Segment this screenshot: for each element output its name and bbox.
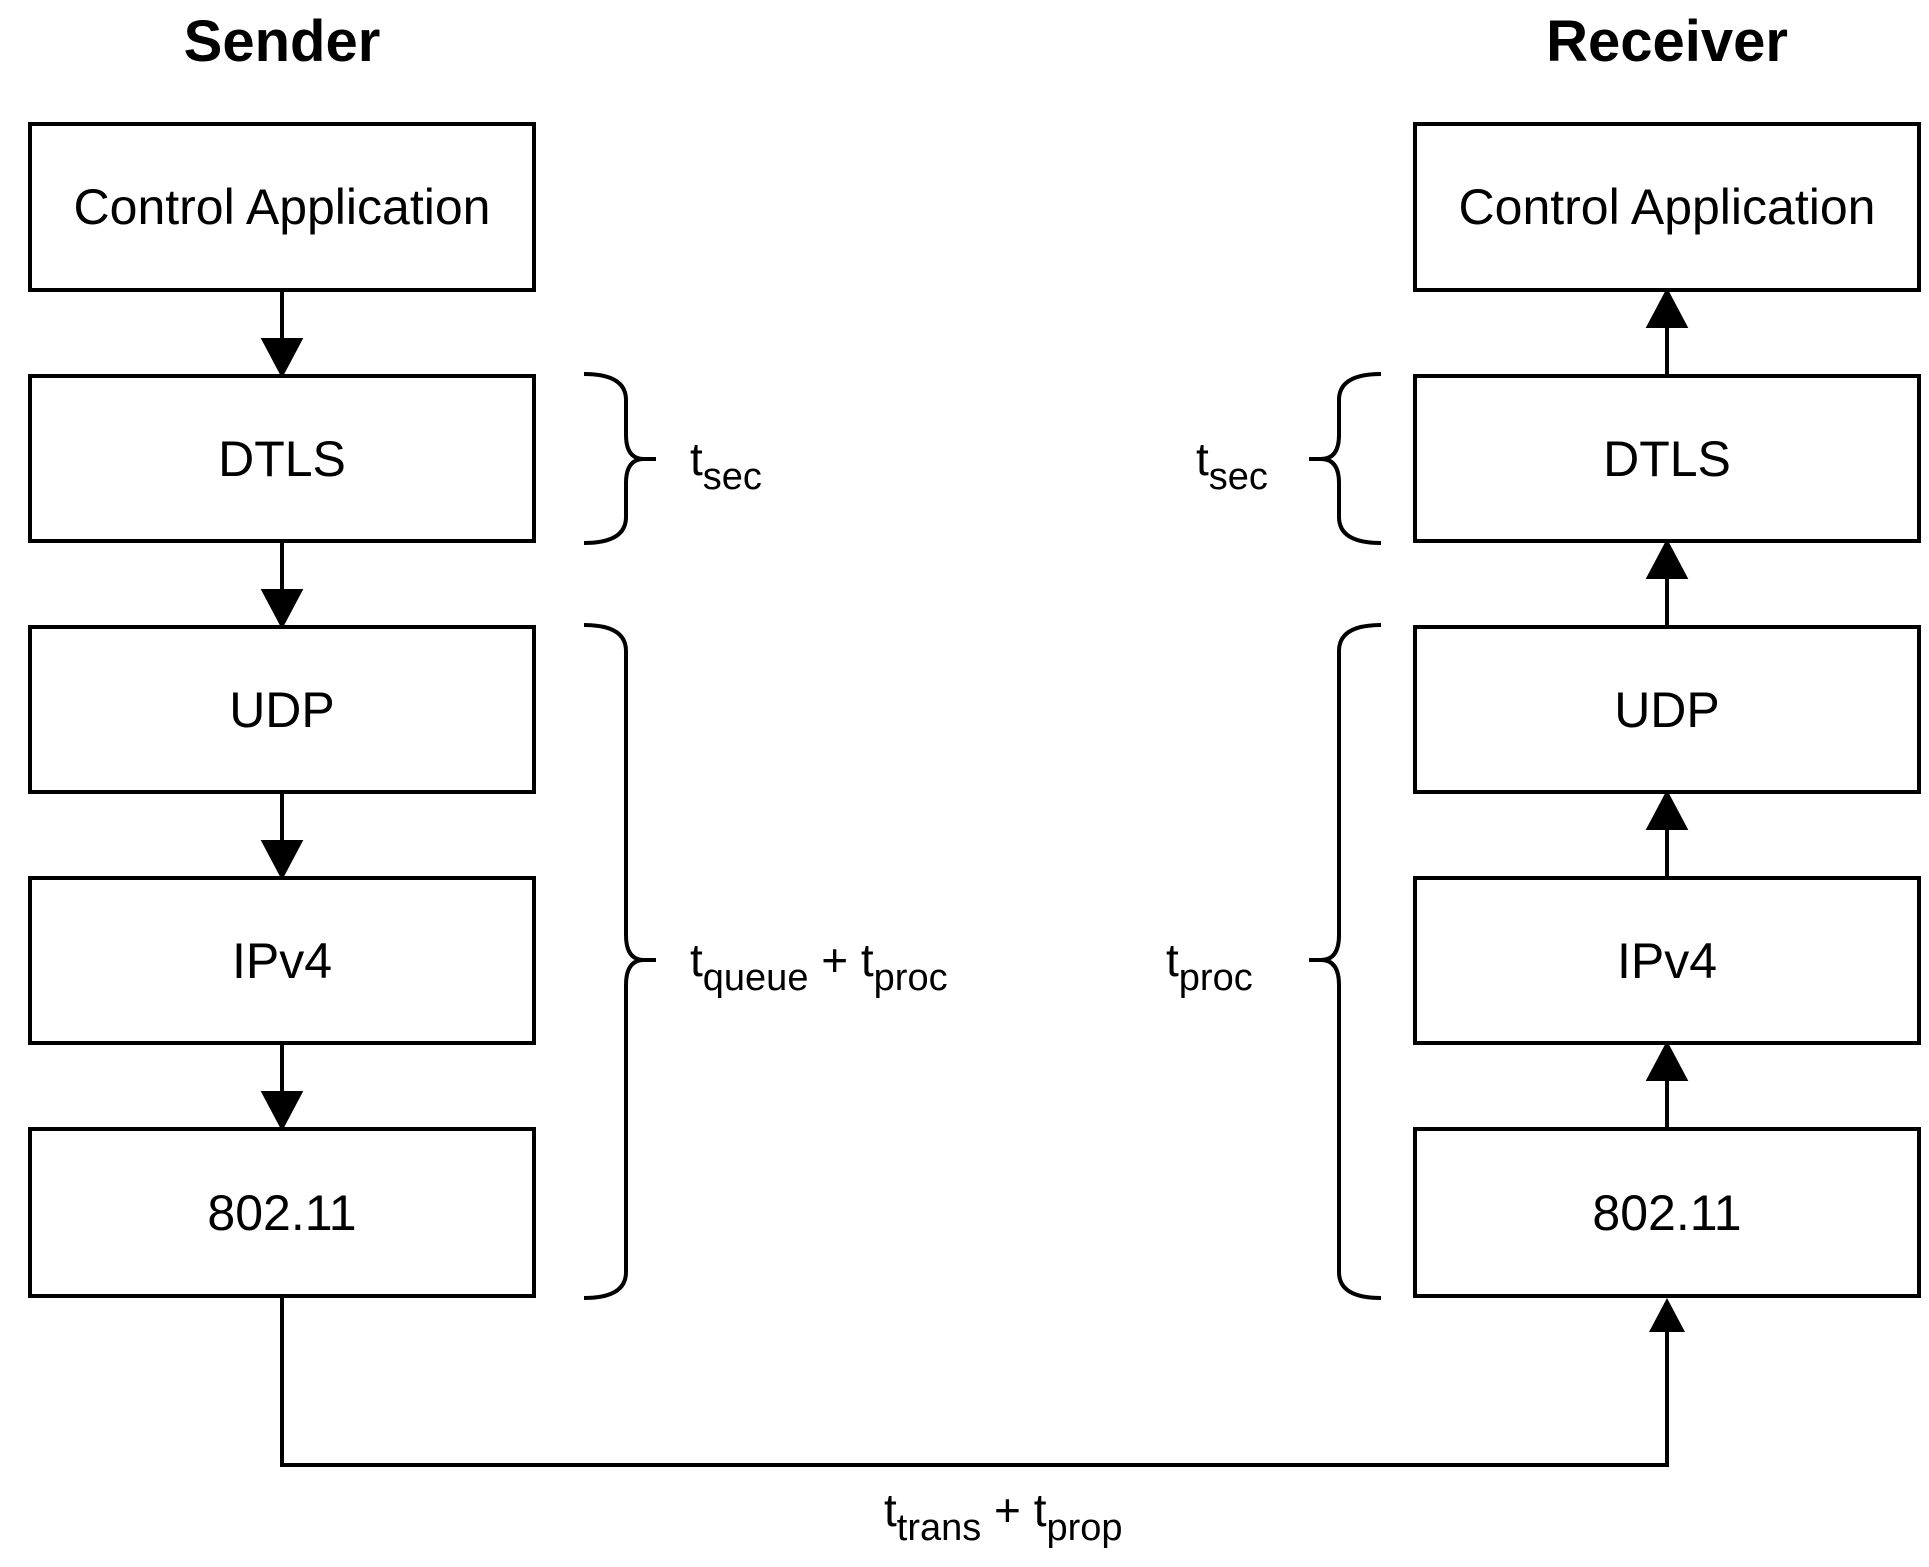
receiver-layer-control-application: Control Application: [1413, 122, 1921, 292]
receiver-sec-label-sub: sec: [1208, 456, 1268, 498]
receiver-arrows: [1645, 287, 1689, 1127]
receiver-layer-dtls: DTLS: [1413, 374, 1921, 543]
link-trans-label-base: t: [884, 1484, 897, 1536]
link-trans-prop-label: ttrans + tprop: [884, 1487, 1123, 1547]
sender-arrows: [260, 292, 304, 1132]
sender-layer-control-application: Control Application: [28, 122, 536, 292]
link-prop-label-base: t: [1033, 1484, 1047, 1536]
receiver-proc-label-base: t: [1166, 934, 1179, 986]
receiver-layer-ipv4: IPv4: [1413, 876, 1921, 1045]
sender-brace-queue-proc: [583, 623, 656, 1300]
sender-queue-label-base: t: [690, 934, 703, 986]
sender-layer-ipv4: IPv4: [28, 876, 536, 1045]
receiver-braces: [1309, 372, 1382, 1300]
receiver-brace-proc: [1309, 623, 1382, 1300]
sender-heading: Sender: [183, 9, 381, 74]
receiver-sec-label: tsec: [1196, 436, 1268, 496]
link-prop-label-sub: prop: [1046, 1507, 1123, 1549]
receiver-layer-udp: UDP: [1413, 625, 1921, 794]
receiver-proc-label-sub: proc: [1178, 957, 1253, 999]
link-plus: +: [981, 1484, 1034, 1536]
sender-sec-label-sub: sec: [702, 456, 762, 498]
sender-layer-dtls: DTLS: [28, 374, 536, 543]
sender-brace-sec: [583, 372, 656, 545]
sender-queue-label-sub: queue: [702, 957, 809, 999]
receiver-brace-sec: [1309, 372, 1382, 545]
sender-queue-proc-label: tqueue + tproc: [690, 937, 948, 997]
sender-proc-label-sub: proc: [873, 957, 948, 999]
receiver-proc-label: tproc: [1166, 937, 1253, 997]
sender-proc-label-base: t: [860, 934, 874, 986]
sender-queue-proc-plus: +: [808, 934, 861, 986]
receiver-sec-label-base: t: [1196, 433, 1209, 485]
sender-layer-udp: UDP: [28, 625, 536, 794]
receiver-heading: Receiver: [1546, 9, 1788, 74]
sender-sec-label-base: t: [690, 433, 703, 485]
sender-braces: [583, 372, 656, 1300]
receiver-layer-80211: 802.11: [1413, 1127, 1921, 1298]
sender-sec-label: tsec: [690, 436, 762, 496]
sender-layer-80211: 802.11: [28, 1127, 536, 1298]
link-connector: [280, 1298, 1685, 1467]
link-trans-label-sub: trans: [896, 1507, 982, 1549]
